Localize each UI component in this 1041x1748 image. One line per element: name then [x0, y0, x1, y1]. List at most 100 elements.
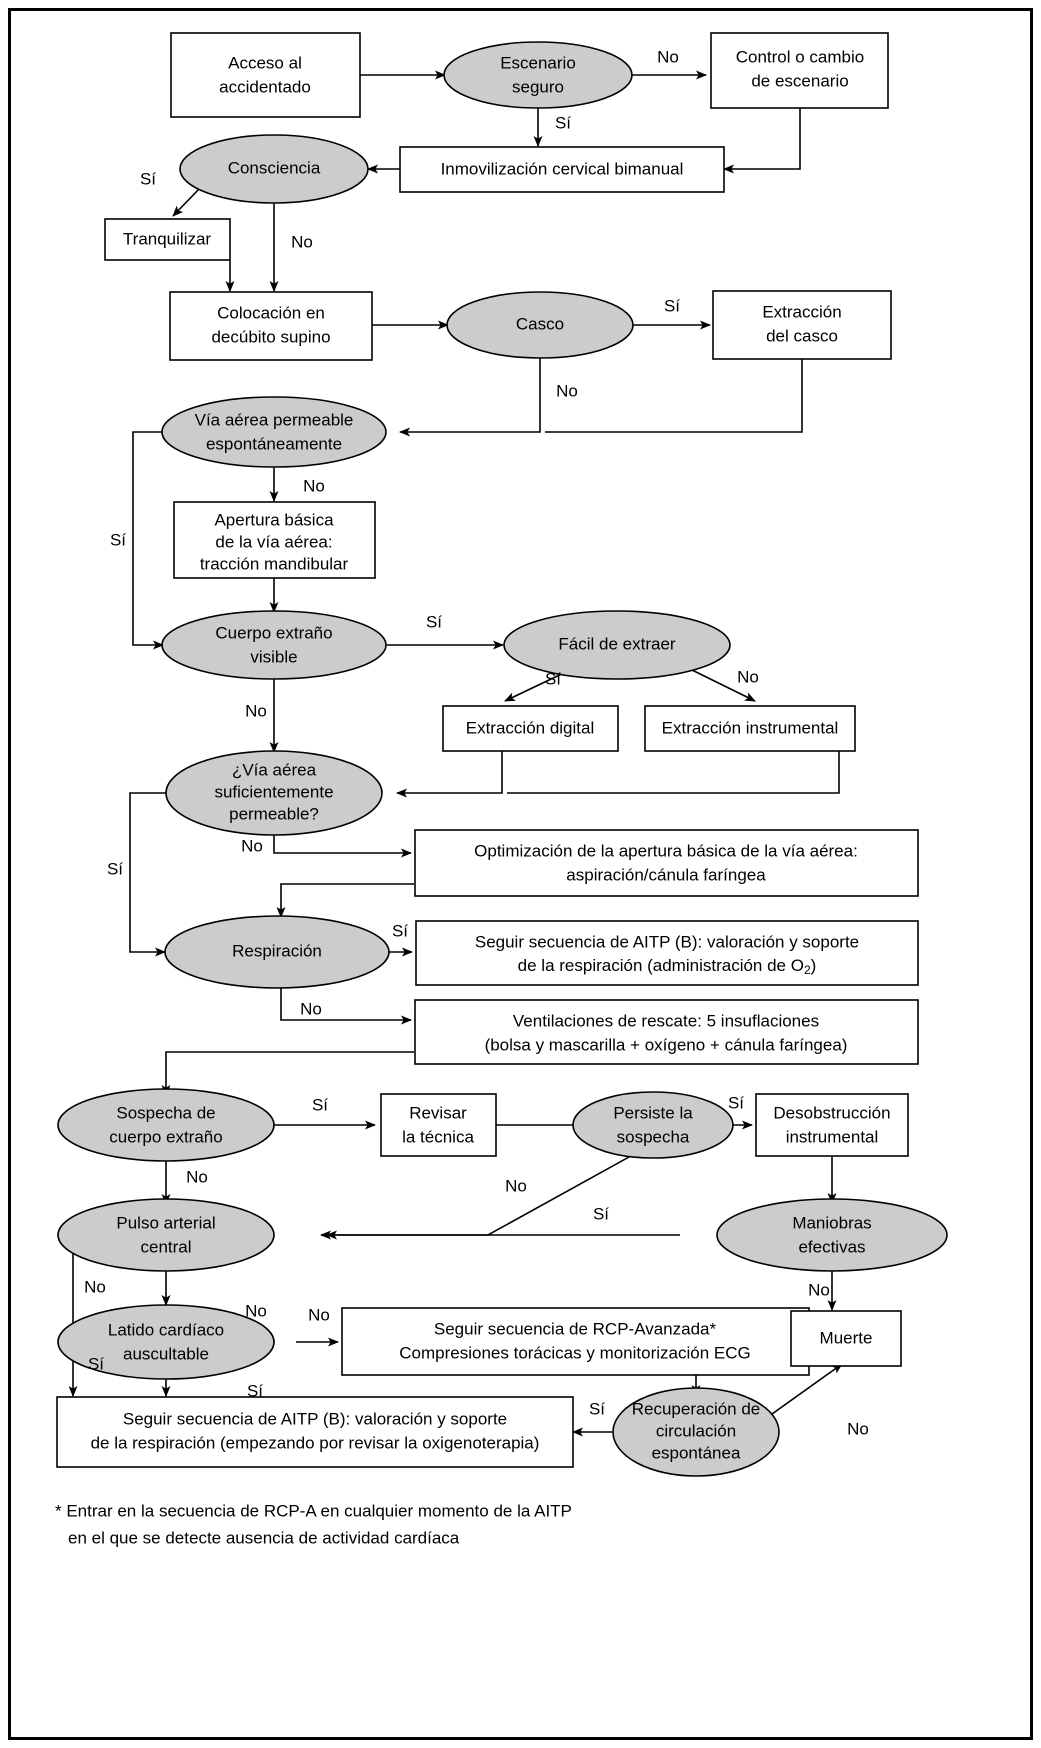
- node-extraccion-del-casco[interactable]: Extracción del casco: [712, 290, 892, 360]
- node-label: Persiste la: [613, 1103, 693, 1122]
- node-label: accidentado: [219, 77, 311, 96]
- node-label: (bolsa y mascarilla + oxígeno + cánula f…: [485, 1035, 848, 1054]
- node-label: de la respiración (empezando por revisar…: [91, 1433, 540, 1452]
- node-label: Latido cardíaco: [108, 1320, 224, 1339]
- footnote-line-1: * Entrar en la secuencia de RCP-A en cua…: [55, 1501, 572, 1520]
- edge-label-latido-si: Sí: [247, 1381, 263, 1400]
- footnote-line-2: en el que se detecte ausencia de activid…: [68, 1528, 460, 1547]
- footnote: * Entrar en la secuencia de RCP-A en cua…: [55, 1501, 572, 1547]
- edge-consciencia-tranquilizar: [172, 187, 201, 217]
- node-label: tracción mandibular: [200, 554, 349, 573]
- edge-label-pulso-si: Sí: [88, 1354, 104, 1373]
- node-desobstruccion-instrumental[interactable]: Desobstrucción instrumental: [755, 1093, 909, 1157]
- node-label: Casco: [516, 314, 564, 333]
- node-extraccion-instrumental[interactable]: Extracción instrumental: [644, 705, 856, 752]
- edge-label-maniobras-no: No: [808, 1280, 830, 1299]
- node-label: Pulso arterial: [116, 1213, 215, 1232]
- edge-label-casco-si: Sí: [664, 296, 680, 315]
- node-optimizacion-apertura-basica[interactable]: Optimización de la apertura básica de la…: [414, 829, 919, 897]
- node-pulso-arterial-central[interactable]: Pulso arterial central: [57, 1198, 275, 1272]
- node-label: Recuperación de: [632, 1399, 761, 1418]
- node-label: Optimización de la apertura básica de la…: [474, 841, 858, 860]
- node-via-aerea-suficientemente-permeable[interactable]: ¿Vía aérea suficientemente permeable?: [165, 750, 383, 836]
- node-label: sospecha: [617, 1127, 690, 1146]
- node-cuerpo-extrano-visible[interactable]: Cuerpo extraño visible: [161, 610, 387, 680]
- edge-label-suficiente-no: No: [241, 836, 263, 855]
- node-apertura-basica-via-aerea[interactable]: Apertura básica de la vía aérea: tracció…: [173, 501, 376, 579]
- edge-label-respiracion-no: No: [300, 999, 322, 1018]
- node-label: Colocación en: [217, 303, 325, 322]
- edge-control-inmovilizacion: [723, 108, 801, 174]
- node-label: Consciencia: [228, 158, 321, 177]
- node-seguir-aitp-b-oxigenoterapia[interactable]: Seguir secuencia de AITP (B): valoración…: [56, 1396, 574, 1468]
- node-ventilaciones-de-rescate[interactable]: Ventilaciones de rescate: 5 insuflacione…: [414, 999, 919, 1065]
- node-tranquilizar[interactable]: Tranquilizar: [104, 218, 231, 261]
- node-colocacion-decubito-supino[interactable]: Colocación en decúbito supino: [169, 291, 373, 361]
- edge-label-casco-no: No: [556, 381, 578, 400]
- node-label: decúbito supino: [211, 327, 330, 346]
- node-seguir-rcp-avanzada[interactable]: Seguir secuencia de RCP-Avanzada* Compre…: [341, 1307, 810, 1376]
- edge-label-escenario-no: No: [657, 47, 679, 66]
- edge-label-maniobras-si: Sí: [593, 1204, 609, 1223]
- node-label: Vía aérea permeable: [195, 410, 354, 429]
- edge-viaaerea-si-cuerpo: [132, 431, 172, 650]
- edge-casco-viaaerea: [399, 358, 541, 437]
- node-facil-de-extraer[interactable]: Fácil de extraer: [503, 610, 731, 680]
- node-casco[interactable]: Casco: [446, 291, 634, 359]
- node-recuperacion-circulacion-espontanea[interactable]: Recuperación de circulación espontánea: [612, 1387, 780, 1477]
- node-label: Respiración: [232, 941, 322, 960]
- node-acceso-al-accidentado[interactable]: Acceso al accidentado: [170, 32, 361, 118]
- node-label: Extracción instrumental: [662, 718, 839, 737]
- edge-label-consciencia-no: No: [291, 232, 313, 251]
- node-label: suficientemente: [214, 782, 333, 801]
- node-label: Extracción: [762, 302, 841, 321]
- edge-persiste-no-pulso: [320, 1151, 639, 1240]
- node-muerte[interactable]: Muerte: [790, 1310, 902, 1367]
- edge-label-sospecha-no: No: [186, 1167, 208, 1186]
- node-latido-cardiaco-auscultable[interactable]: Latido cardíaco auscultable: [57, 1304, 275, 1380]
- node-control-o-cambio-de-escenario[interactable]: Control o cambio de escenario: [710, 32, 889, 109]
- node-seguir-aitp-b-oxigeno[interactable]: Seguir secuencia de AITP (B): valoración…: [415, 920, 919, 986]
- edge-label-pulso-no: No: [245, 1301, 267, 1320]
- node-label: Acceso al: [228, 53, 302, 72]
- node-extraccion-digital[interactable]: Extracción digital: [442, 705, 619, 752]
- edge-label-latido-no: No: [308, 1305, 330, 1324]
- edge-label-cuerpo-no: No: [245, 701, 267, 720]
- node-label: efectivas: [798, 1237, 865, 1256]
- node-respiracion[interactable]: Respiración: [164, 915, 390, 989]
- node-persiste-la-sospecha[interactable]: Persiste la sospecha: [572, 1091, 734, 1159]
- node-label: de escenario: [751, 71, 848, 90]
- edge-label-persiste-no: No: [505, 1176, 527, 1195]
- node-label: instrumental: [786, 1127, 879, 1146]
- node-label: Seguir secuencia de AITP (B): valoración…: [475, 932, 859, 951]
- node-revisar-la-tecnica[interactable]: Revisar la técnica: [380, 1093, 497, 1157]
- edge-label-facil-no: No: [737, 667, 759, 686]
- node-maniobras-efectivas[interactable]: Maniobras efectivas: [716, 1198, 948, 1272]
- node-via-aerea-permeable-espontaneamente[interactable]: Vía aérea permeable espontáneamente: [161, 396, 387, 468]
- node-label: Fácil de extraer: [558, 634, 675, 653]
- node-label: circulación: [656, 1421, 736, 1440]
- edge-recuperacion-muerte: [771, 1363, 843, 1415]
- node-label: Seguir secuencia de RCP-Avanzada*: [434, 1319, 717, 1338]
- edge-label-persiste-si: Sí: [728, 1093, 744, 1112]
- node-escenario-seguro[interactable]: Escenario seguro: [443, 41, 633, 109]
- edge-ventilaciones-sospecha: [161, 1051, 414, 1096]
- node-sospecha-de-cuerpo-extrano[interactable]: Sospecha de cuerpo extraño: [57, 1088, 275, 1162]
- edge-respiracion-ventilaciones: [280, 988, 412, 1025]
- edge-digital-suficiente: [396, 751, 503, 798]
- node-label: Cuerpo extraño: [215, 623, 332, 642]
- node-label: Maniobras: [792, 1213, 871, 1232]
- edge-label-pulso-no-top: No: [84, 1277, 106, 1296]
- edge-label-recuperacion-no: No: [847, 1419, 869, 1438]
- node-inmovilizacion-cervical-bimanual[interactable]: Inmovilización cervical bimanual: [399, 146, 725, 193]
- node-label: aspiración/cánula faríngea: [566, 865, 766, 884]
- node-label: espontánea: [652, 1443, 741, 1462]
- edge-optimizacion-respiracion: [276, 883, 414, 918]
- node-label: Revisar: [409, 1103, 467, 1122]
- node-consciencia[interactable]: Consciencia: [179, 134, 369, 204]
- node-label: Compresiones torácicas y monitorización …: [399, 1343, 750, 1362]
- node-label: cuerpo extraño: [109, 1127, 222, 1146]
- node-label: Tranquilizar: [123, 229, 212, 248]
